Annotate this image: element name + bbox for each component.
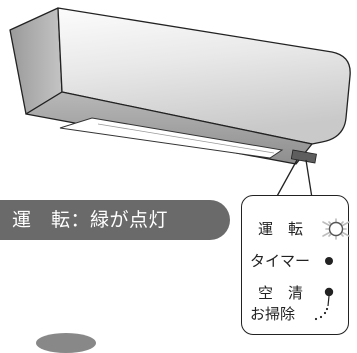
indicator-label-operation: 運 転 — [258, 220, 304, 238]
status-badge-text: 運 転：緑が点灯 — [12, 209, 169, 231]
operation-lamp-lit-icon — [322, 218, 350, 240]
indicator-callout — [241, 195, 349, 335]
decorative-shape — [36, 333, 96, 353]
indicator-lamps — [314, 218, 350, 321]
air-conditioner-diagram — [9, 7, 351, 199]
cleaning-lamp-dotted-icon — [314, 307, 329, 321]
indicator-label-timer: タイマー — [250, 252, 311, 270]
indicator-label-air-purify: 空 清 — [258, 284, 304, 302]
status-badge: 運 転：緑が点灯 — [0, 200, 230, 240]
indicator-label-cleaning: お掃除 — [250, 305, 296, 323]
air-conditioner-unit — [9, 7, 351, 165]
air-purify-lamp-icon — [324, 287, 334, 307]
callout-leader — [275, 159, 313, 199]
timer-lamp-icon — [325, 257, 333, 265]
